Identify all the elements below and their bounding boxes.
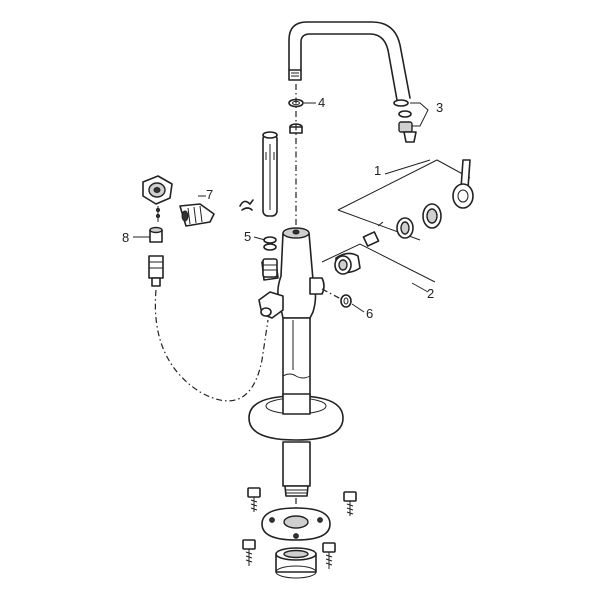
part-1-lever-handle xyxy=(337,159,474,241)
shower-hose xyxy=(154,289,269,402)
spout xyxy=(288,21,411,101)
bolt-top-left xyxy=(247,487,261,512)
part-3-aerator xyxy=(393,99,417,143)
part-2-cartridge xyxy=(321,221,436,283)
callout-7: 7 xyxy=(206,187,213,202)
leader-lines xyxy=(133,102,431,313)
part-4-washer xyxy=(288,84,304,230)
callout-8: 8 xyxy=(122,230,129,245)
bolt-top-right xyxy=(343,491,357,516)
threaded-ring xyxy=(275,547,317,579)
lower-pipe xyxy=(282,441,311,512)
part-5-o-ring xyxy=(263,236,277,251)
part-7-connector xyxy=(179,203,215,227)
hose-nut xyxy=(262,258,278,278)
callout-4: 4 xyxy=(318,95,325,110)
floor-rosette xyxy=(248,393,344,441)
mounting-plate xyxy=(261,507,331,541)
bolt-bottom-right xyxy=(322,542,336,569)
hand-shower xyxy=(262,131,278,217)
main-body xyxy=(277,227,325,419)
callout-3: 3 xyxy=(436,100,443,115)
callout-5: 5 xyxy=(244,229,251,244)
bolt-bottom-left xyxy=(242,539,256,566)
callout-6: 6 xyxy=(366,306,373,321)
callout-2: 2 xyxy=(427,286,434,301)
hose-elbow xyxy=(142,175,173,222)
part-6-seal xyxy=(321,288,352,308)
clip-part xyxy=(239,199,254,211)
callout-1: 1 xyxy=(374,163,381,178)
part-8-nut xyxy=(148,226,164,287)
